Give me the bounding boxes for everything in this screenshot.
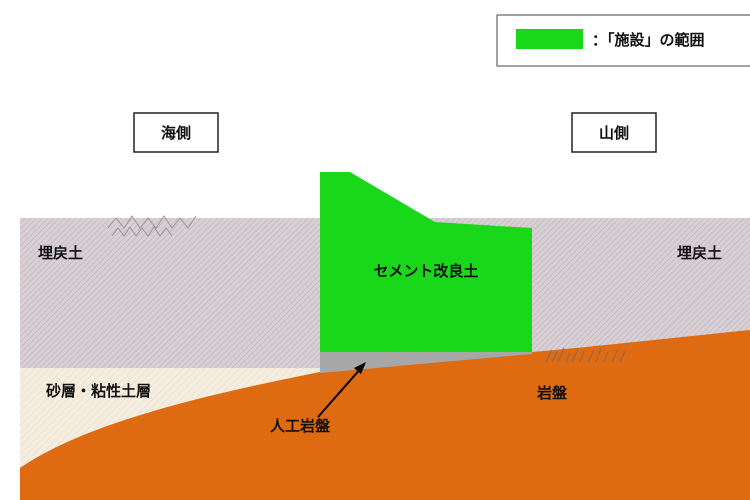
legend-swatch [516, 29, 583, 49]
sea-side-label: 海側 [161, 124, 191, 142]
sea-side-label-box: 海側 [133, 112, 219, 153]
mountain-side-label-box: 山側 [571, 112, 657, 153]
artificial-bedrock-label: 人工岩盤 [270, 417, 331, 435]
bedrock-layer [20, 330, 750, 500]
legend-label: ：「施設」の範囲 [592, 31, 705, 49]
grass-tuft-marks [545, 347, 626, 363]
cement-improved-soil-label: セメント改良土 [374, 262, 479, 280]
artificial-bedrock-layer [320, 352, 532, 373]
sand-clay-label: 砂層・粘性土層 [46, 382, 151, 400]
ground-texture-marks [107, 215, 197, 237]
artificial-bedrock-arrow [317, 362, 366, 418]
backfill-label-left: 埋戻土 [38, 244, 83, 262]
mountain-side-label: 山側 [599, 124, 629, 142]
sand-clay-layer [20, 368, 320, 468]
cement-improved-soil-block [320, 172, 532, 352]
legend: ：「施設」の範囲 [496, 14, 750, 67]
backfill-label-right: 埋戻土 [677, 244, 722, 262]
bedrock-label: 岩盤 [536, 384, 568, 402]
